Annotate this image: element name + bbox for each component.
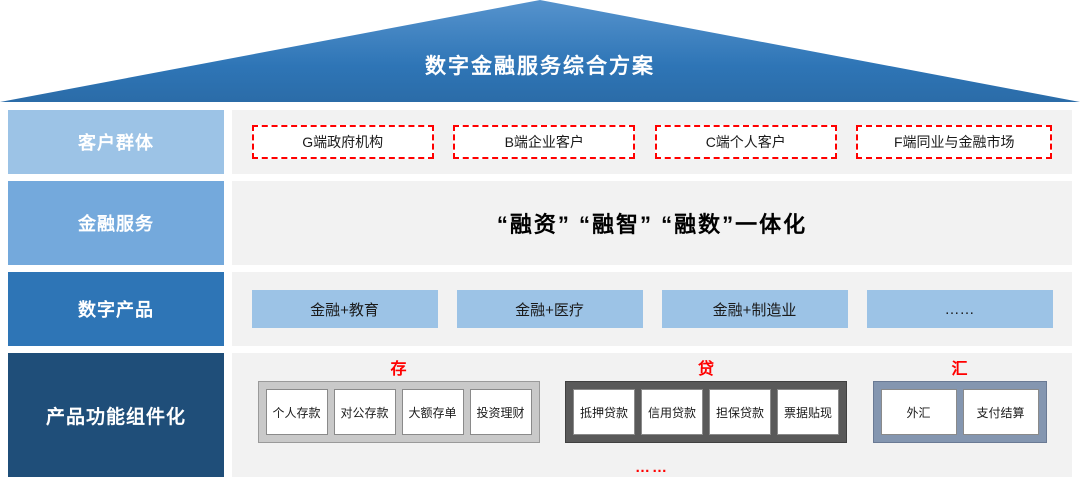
- product-box-medical: 金融+医疗: [456, 290, 643, 328]
- group-exchange: 汇 外汇 支付结算: [872, 359, 1047, 443]
- row-content-components: 存 个人存款 对公存款 大额存单 投资理财 贷 抵押贷款 信用贷款 担保贷款 票…: [232, 353, 1072, 477]
- cell-personal-deposit: 个人存款: [265, 389, 328, 435]
- customer-box-financial-market: F端同业与金融市场: [856, 125, 1053, 159]
- group-loan-label: 贷: [697, 361, 714, 378]
- customer-box-business: B端企业客户: [453, 125, 636, 159]
- roof-banner: 数字金融服务综合方案: [0, 0, 1080, 102]
- cell-credit-loan: 信用贷款: [641, 389, 703, 435]
- product-box-education: 金融+教育: [251, 290, 438, 328]
- row-label-services: 金融服务: [8, 181, 224, 265]
- row-label-products: 数字产品: [8, 272, 224, 346]
- group-exchange-frame: 外汇 支付结算: [872, 381, 1047, 443]
- customer-box-consumer: C端个人客户: [654, 125, 837, 159]
- row-label-customers: 客户群体: [8, 110, 224, 174]
- group-deposit-frame: 个人存款 对公存款 大额存单 投资理财: [257, 381, 540, 443]
- group-exchange-label: 汇: [951, 361, 968, 378]
- row-content-services: “融资” “融智” “融数”一体化: [232, 181, 1072, 265]
- group-loan-frame: 抵押贷款 信用贷款 担保贷款 票据贴现: [565, 381, 847, 443]
- group-deposit-label: 存: [390, 361, 407, 378]
- customer-box-government: G端政府机构: [251, 125, 434, 159]
- product-box-manufacturing: 金融+制造业: [661, 290, 848, 328]
- row-components: 产品功能组件化 存 个人存款 对公存款 大额存单 投资理财 贷 抵押贷款 信用: [8, 353, 1072, 477]
- row-customers: 客户群体 G端政府机构 B端企业客户 C端个人客户 F端同业与金融市场: [8, 110, 1072, 174]
- cell-guaranteed-loan: 担保贷款: [709, 389, 771, 435]
- components-ellipsis: ……: [635, 459, 669, 476]
- group-deposit: 存 个人存款 对公存款 大额存单 投资理财: [257, 359, 540, 443]
- row-content-products: 金融+教育 金融+医疗 金融+制造业 ……: [232, 272, 1072, 346]
- cell-foreign-exchange: 外汇: [880, 389, 957, 435]
- product-box-more: ……: [866, 290, 1053, 328]
- cell-mortgage-loan: 抵押贷款: [573, 389, 635, 435]
- cell-wealth-management: 投资理财: [469, 389, 532, 435]
- row-services: 金融服务 “融资” “融智” “融数”一体化: [8, 181, 1072, 265]
- cell-payment-settlement: 支付结算: [962, 389, 1039, 435]
- row-products: 数字产品 金融+教育 金融+医疗 金融+制造业 ……: [8, 272, 1072, 346]
- cell-large-cd: 大额存单: [401, 389, 464, 435]
- cell-bill-discount: 票据贴现: [777, 389, 839, 435]
- services-slogan: “融资” “融智” “融数”一体化: [496, 212, 808, 237]
- cell-corporate-deposit: 对公存款: [333, 389, 396, 435]
- diagram-rows: 客户群体 G端政府机构 B端企业客户 C端个人客户 F端同业与金融市场 金融服务…: [8, 110, 1072, 483]
- row-label-components: 产品功能组件化: [8, 353, 224, 477]
- diagram-title: 数字金融服务综合方案: [425, 55, 655, 78]
- row-content-customers: G端政府机构 B端企业客户 C端个人客户 F端同业与金融市场: [232, 110, 1072, 174]
- group-loan: 贷 抵押贷款 信用贷款 担保贷款 票据贴现: [565, 359, 847, 443]
